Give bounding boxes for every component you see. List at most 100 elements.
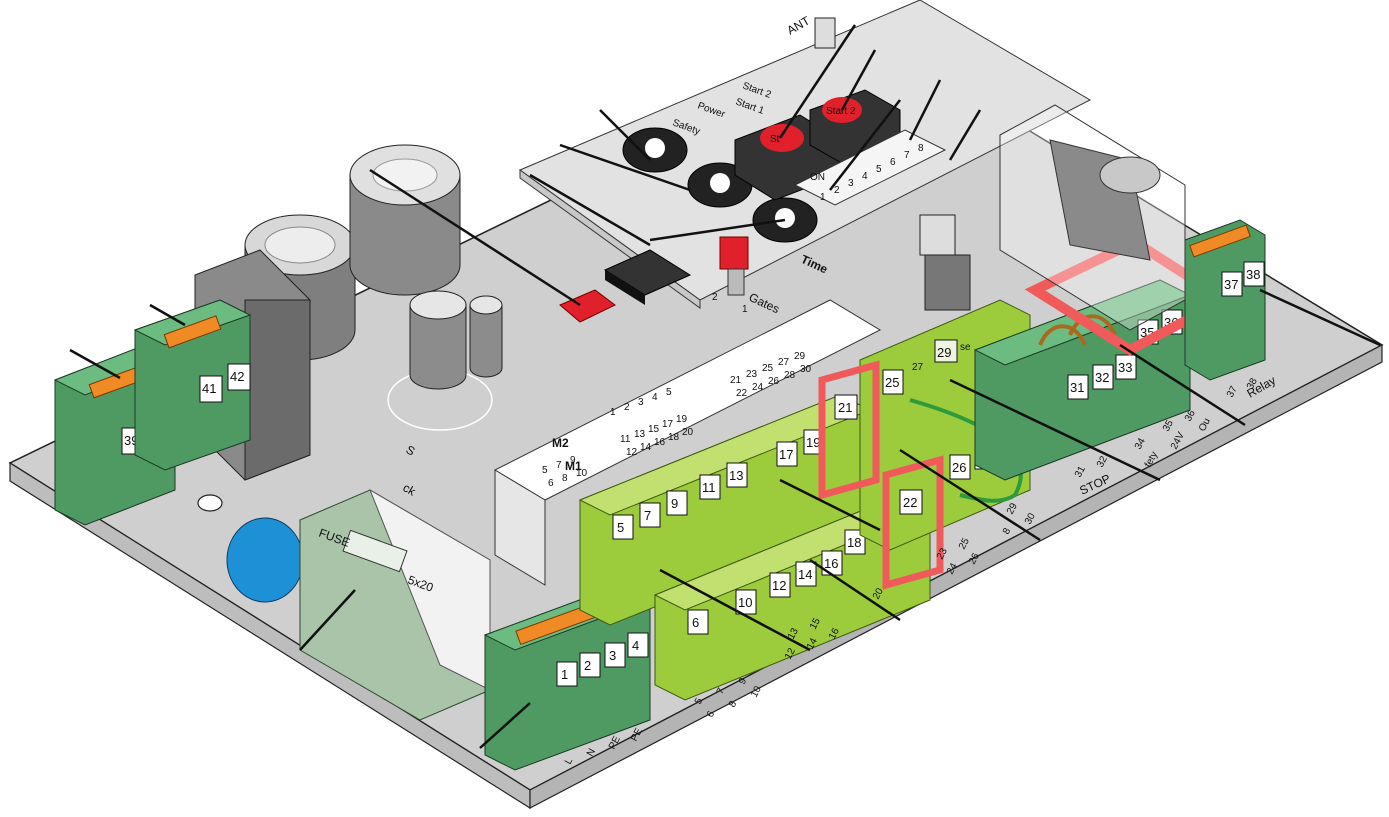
- blue-capacitor: [226, 517, 304, 603]
- leader-line: [149, 303, 186, 327]
- green-wire: [909, 398, 1023, 503]
- antenna-label: ANT: [785, 13, 813, 37]
- edge-20: 20: [871, 586, 886, 601]
- voltage-regulator: [919, 214, 971, 311]
- leader-line: [908, 79, 942, 141]
- terminal-label-10: 10: [738, 595, 752, 610]
- hdr-5: 5: [542, 465, 548, 476]
- edge-16: 16: [827, 626, 842, 641]
- leader-line: [649, 218, 786, 242]
- button-label-start-2: Start 2: [826, 106, 856, 117]
- terminal-label-37: 37: [1224, 277, 1238, 292]
- hdr-8: 8: [562, 473, 568, 484]
- hdr-28: 28: [784, 370, 796, 381]
- small-capacitor-1: [409, 290, 467, 390]
- edge-6: 6: [705, 709, 718, 719]
- hdr-7: 7: [556, 460, 562, 471]
- hdr-12: 12: [626, 447, 638, 458]
- hdr-17: 17: [662, 419, 674, 430]
- leader-line: [949, 378, 1161, 482]
- hdr-digit-5: 5: [666, 387, 672, 398]
- header-grid-top: 21 23 25 27 29 22 24 26 28 30: [730, 351, 812, 399]
- header-strip: M2 M1 5 7 9 6 8 10 11 13 15 17 19 12 14 …: [493, 299, 882, 586]
- microcontroller-chip: [603, 249, 692, 305]
- leader-line: [659, 568, 811, 652]
- hdr-13: 13: [634, 429, 646, 440]
- terminal-label-31: 31: [1070, 380, 1084, 395]
- edge-35: 35: [1161, 418, 1176, 433]
- callout-lines: [69, 24, 1381, 749]
- hdr-18: 18: [668, 432, 680, 443]
- edge-10: 10: [749, 684, 764, 699]
- antenna-connector: ANT: [785, 13, 836, 49]
- hdr-21: 21: [730, 375, 742, 386]
- leader-line: [829, 99, 901, 191]
- m1-label: M1: [565, 459, 582, 473]
- power-label-l: L: [563, 756, 576, 766]
- edge-26: 26: [967, 551, 982, 566]
- header-grid-small: 5 7 9 6 8 10: [542, 455, 588, 489]
- terminal-label-5: 5: [617, 520, 624, 535]
- hdr-29: 29: [794, 351, 806, 362]
- dip-num-6: 6: [890, 157, 896, 168]
- terminal-label-26: 26: [952, 460, 966, 475]
- terminal-label-25: 25: [885, 375, 899, 390]
- label-se: se: [960, 342, 971, 353]
- terminal-label-12: 12: [772, 578, 786, 593]
- leader-line: [529, 173, 651, 247]
- leader-line: [899, 448, 1041, 542]
- dip-num-2: 2: [834, 185, 840, 196]
- hdr-27: 27: [778, 357, 790, 368]
- hdr-26: 26: [768, 376, 780, 387]
- edge-23: 23: [935, 546, 950, 561]
- edge-31: 31: [1073, 464, 1088, 479]
- edge-5: 5: [693, 696, 706, 706]
- terminal-block-relay: 37 38: [1184, 219, 1266, 381]
- terminal-label-11: 11: [702, 480, 716, 495]
- leader-line: [1119, 343, 1246, 427]
- hdr-digit-4: 4: [652, 392, 658, 403]
- dip-num-5: 5: [876, 164, 882, 175]
- dip-num-1: 1: [820, 192, 826, 203]
- mounting-hole: [197, 494, 223, 512]
- leader-line: [809, 558, 901, 622]
- gates-num-1: 1: [742, 304, 748, 315]
- terminal-block-power: 1 2 3 4 L N PE PE: [483, 584, 652, 771]
- label-27: 27: [912, 362, 924, 373]
- terminal-label-4: 4: [632, 638, 639, 653]
- terminal-label-9: 9: [671, 496, 678, 511]
- dip-on-label: ON: [810, 172, 825, 183]
- edge-29: 29: [1005, 501, 1020, 516]
- hdr-25: 25: [762, 363, 774, 374]
- terminal-label-6: 6: [692, 615, 699, 630]
- terminal-label-7: 7: [644, 508, 651, 523]
- highlight-terminal-21: 21: [818, 360, 880, 500]
- leader-line: [948, 109, 982, 161]
- hdr-20: 20: [682, 427, 694, 438]
- terminal-label-33: 33: [1118, 360, 1132, 375]
- terminal-label-3: 3: [609, 648, 616, 663]
- terminal-label-1: 1: [561, 667, 568, 682]
- fuse-holder: FUSE 5x20: [299, 488, 491, 721]
- hdr-digit-1: 1: [610, 407, 616, 418]
- edge-30: 30: [1023, 511, 1038, 526]
- leader-line: [778, 24, 857, 139]
- leader-line: [479, 702, 531, 749]
- edge-36: 36: [1183, 408, 1198, 423]
- hdr-10: 10: [576, 468, 588, 479]
- leader-line: [779, 478, 881, 532]
- leader-line: [599, 109, 651, 161]
- dip-num-8: 8: [918, 143, 924, 154]
- terminal-block-31-36: 31 32 33 35 36: [973, 236, 1235, 481]
- terminal-label-29: 29: [937, 345, 951, 360]
- relay-num-37: 37: [1225, 384, 1240, 399]
- hdr-digit-3: 3: [638, 397, 644, 408]
- edge-24: 24: [945, 561, 960, 576]
- red-connector: [559, 289, 616, 323]
- start-1-button[interactable]: [760, 124, 804, 152]
- hdr-16: 16: [654, 437, 666, 448]
- terminal-block-41-42: 41 42: [133, 299, 252, 471]
- hdr-14: 14: [640, 442, 652, 453]
- leader-line: [1259, 288, 1381, 347]
